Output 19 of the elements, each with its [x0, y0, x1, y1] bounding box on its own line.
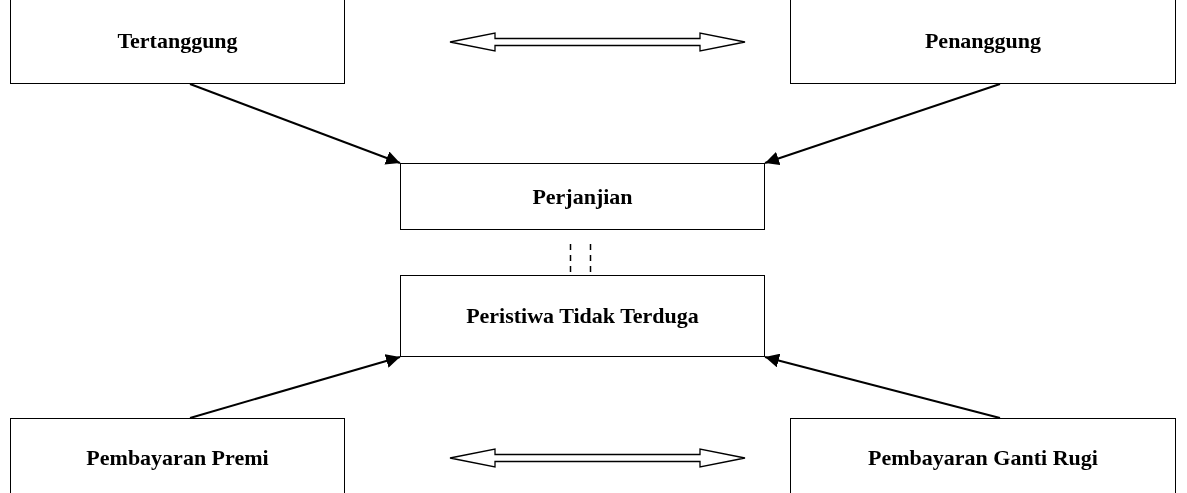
process-box: [790, 0, 1176, 84]
arrow: [189, 354, 401, 419]
process-box: [400, 275, 765, 357]
arrow: [764, 83, 1001, 166]
process-box: [10, 0, 345, 84]
box-label: Penanggung: [924, 28, 1042, 54]
double-arrow: [449, 448, 746, 468]
process-box: [400, 163, 765, 230]
box-label: Peristiwa Tidak Terduga: [466, 303, 699, 329]
arrow: [189, 83, 401, 165]
box-label: Tertanggung: [117, 28, 238, 54]
box-label: Pembayaran Ganti Rugi: [868, 445, 1098, 471]
arrow: [764, 353, 1001, 419]
box-label: Pembayaran Premi: [86, 445, 269, 471]
double-arrow: [449, 32, 746, 52]
process-box: [790, 418, 1176, 493]
process-box: [10, 418, 345, 493]
dashed-connector: [569, 243, 592, 274]
box-label: Perjanjian: [532, 183, 633, 210]
